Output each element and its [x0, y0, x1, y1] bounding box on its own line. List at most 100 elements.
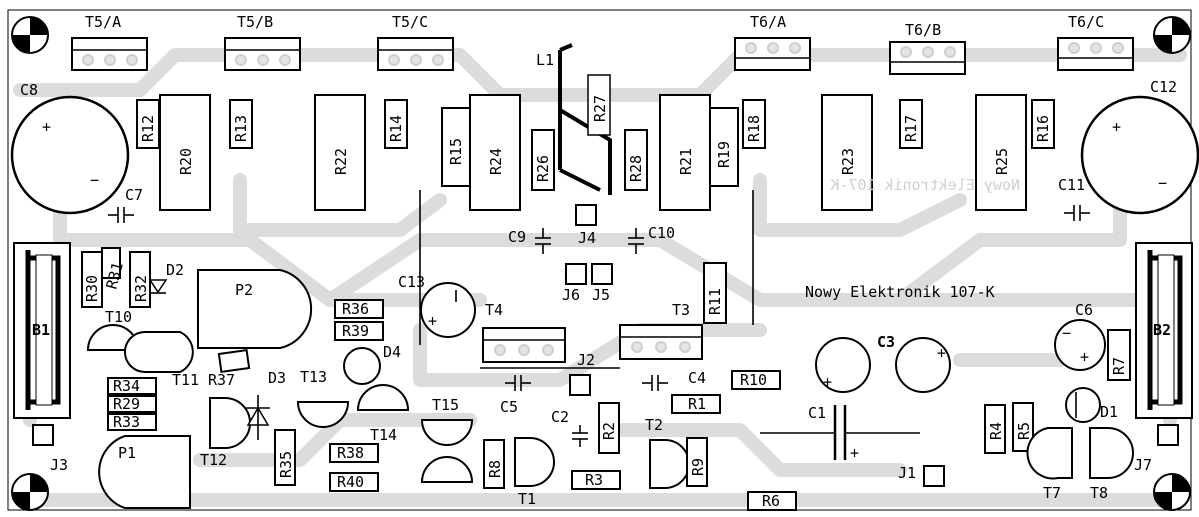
plus-sign: + [428, 312, 437, 330]
resistor-r1: R1 [671, 394, 721, 414]
label: P1 [118, 444, 136, 462]
resistor-r9: R9 [686, 437, 708, 487]
capacitor-c7: C7 [108, 186, 143, 223]
label: R14 [387, 115, 405, 142]
label: C10 [648, 224, 675, 242]
diode-d4: D4 [343, 343, 401, 385]
transistor-t10: T11 [124, 331, 199, 389]
resistor-r3: R3 [571, 470, 621, 490]
label: T5/C [392, 13, 428, 31]
diode-d3: D3 [246, 369, 286, 440]
jumper-j2: J2 [569, 351, 595, 396]
resistor-r34: R34 [107, 377, 157, 395]
label: R1 [688, 395, 706, 413]
label: R3 [585, 471, 603, 489]
capacitor-c11: C11 [1058, 176, 1090, 221]
plus-sign: + [850, 444, 859, 462]
transistor-t3: T3 [619, 301, 703, 360]
resistor-r4: R4 [984, 404, 1006, 454]
resistor-r33: R33 [107, 413, 157, 431]
capacitor-c9: C9 [508, 228, 551, 254]
label: R32 [132, 275, 150, 302]
connector-t5b: T5/B [224, 13, 301, 71]
diode-d1: D1 [1065, 387, 1118, 423]
label: J4 [578, 229, 596, 247]
capacitor-c4: C4 [642, 369, 706, 391]
label: R33 [113, 413, 140, 431]
label: R20 [177, 148, 195, 175]
label: T1 [518, 490, 536, 508]
resistor-r14: R14 [384, 99, 408, 149]
resistor-r29: R29 [107, 395, 157, 413]
label: R28 [627, 155, 645, 182]
transistor-t13: T14 [356, 384, 410, 444]
jumper-j5: J5 [591, 263, 613, 304]
label: T12 [200, 451, 227, 469]
resistor-r31: R31 [101, 247, 127, 291]
label: C9 [508, 228, 526, 246]
label: R26 [534, 155, 552, 182]
label: R15 [447, 138, 465, 165]
resistor-r5: R5 [1012, 402, 1034, 452]
jumper-j7: J7 [1134, 424, 1179, 474]
label: C6 [1075, 301, 1093, 319]
capacitor-c12: C12 + − [1080, 78, 1199, 215]
label: R25 [993, 148, 1011, 175]
label: T11 [172, 371, 199, 389]
jumper-j4: J4 [575, 204, 597, 247]
resistor-r7: R7 [1107, 329, 1131, 381]
resistor-r15: R15 [441, 107, 471, 187]
label: R23 [839, 148, 857, 175]
label: R11 [706, 288, 724, 315]
capacitor-c5: C5 [500, 375, 531, 416]
transistor-t8: T8 [1089, 427, 1134, 502]
resistor-r2: R2 [598, 402, 620, 454]
label: R35 [277, 451, 295, 478]
label: J5 [592, 286, 610, 304]
label: L1 [536, 51, 554, 69]
label: R8 [486, 460, 504, 478]
plus-sign: + [42, 118, 51, 136]
resistor-r12: R12 [136, 99, 160, 149]
resistor-r32: R32 [129, 251, 151, 308]
diode-d2: D2 [148, 261, 184, 294]
plus-sign: + [1080, 348, 1089, 366]
resistor-r40: R40 [329, 472, 379, 492]
label: T13 [300, 368, 327, 386]
transistor-t14: T15 [420, 396, 474, 446]
label: C12 [1150, 78, 1177, 96]
jumper-j3: J3 [32, 424, 68, 474]
resistor-r26: R26 [531, 129, 555, 191]
label: R24 [487, 148, 505, 175]
label: D4 [383, 343, 401, 361]
transistor-t7: T7 [1026, 427, 1073, 502]
resistor-r27-label: R27 [591, 95, 609, 122]
transistor-t4: T4 [482, 301, 566, 363]
transistor-t9: T10 [86, 308, 140, 351]
label: R18 [745, 115, 763, 142]
resistor-r10: R10 [731, 370, 781, 390]
label: R2 [600, 422, 618, 440]
connector-t6c: T6/C [1057, 13, 1134, 71]
label: R22 [332, 148, 350, 175]
potentiometer-p2: P2 [197, 269, 313, 349]
label: R13 [232, 115, 250, 142]
label: D1 [1100, 403, 1118, 421]
label: R12 [139, 115, 157, 142]
label: R10 [740, 371, 767, 389]
resistor-r28: R28 [624, 129, 648, 191]
label: R5 [1015, 422, 1033, 440]
label: R30 [83, 275, 101, 302]
capacitor-c1: C1 + [760, 404, 920, 462]
label: C11 [1058, 176, 1085, 194]
label: R38 [337, 444, 364, 462]
label: R29 [113, 395, 140, 413]
label: C13 [398, 273, 425, 291]
resistor-r22: R22 [314, 94, 366, 211]
resistor-r13: R13 [229, 99, 253, 149]
transistor-t12: T13 [296, 368, 350, 428]
label: P2 [235, 281, 253, 299]
label: R19 [715, 141, 733, 168]
jumper-j6: J6 [562, 263, 587, 304]
label: R21 [677, 148, 695, 175]
